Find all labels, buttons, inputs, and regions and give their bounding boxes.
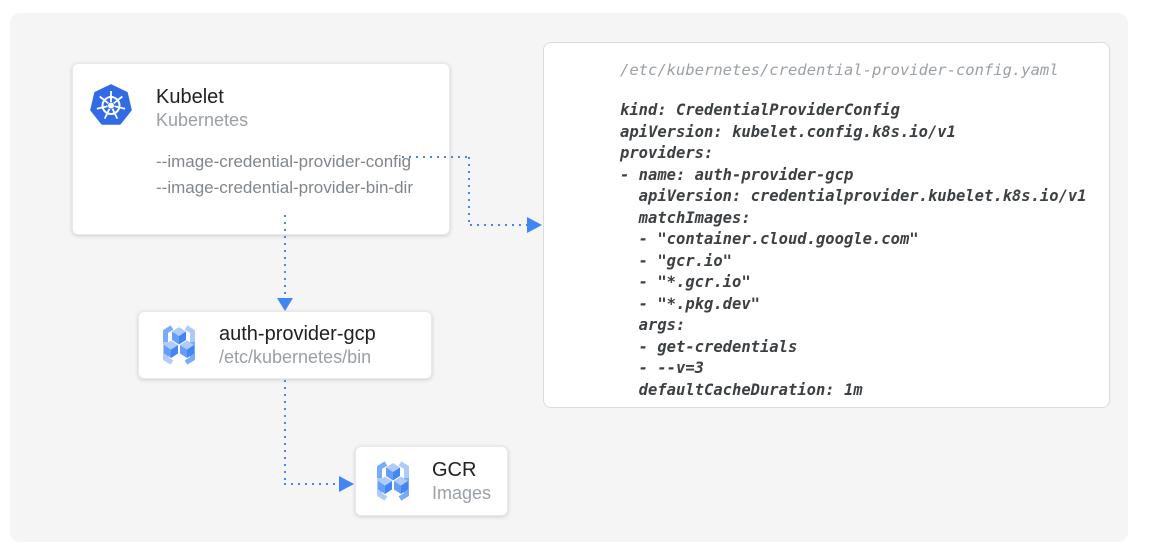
container-registry-icon bbox=[163, 325, 195, 365]
node-gcr: GCR Images bbox=[355, 446, 508, 516]
node-auth-provider-gcp: auth-provider-gcp /etc/kubernetes/bin bbox=[138, 311, 432, 379]
kubelet-flags: --image-credential-provider-config --ima… bbox=[156, 149, 413, 201]
arrowhead-to-auth-provider-icon bbox=[277, 298, 293, 311]
config-file-path: /etc/kubernetes/credential-provider-conf… bbox=[620, 61, 1059, 79]
container-registry-icon bbox=[377, 461, 409, 501]
kubelet-flag-bin-dir: --image-credential-provider-bin-dir bbox=[156, 178, 413, 197]
node-kubelet: Kubelet Kubernetes --image-credential-pr… bbox=[72, 63, 450, 235]
credential-provider-config-panel: /etc/kubernetes/credential-provider-conf… bbox=[543, 42, 1110, 408]
kubelet-subtitle: Kubernetes bbox=[156, 110, 249, 130]
connector-config-to-yaml-segment bbox=[468, 157, 470, 225]
arrowhead-to-gcr-icon bbox=[339, 476, 354, 492]
connector-auth-to-gcr-segment bbox=[284, 483, 339, 485]
connector-kubelet-to-auth-segment bbox=[284, 215, 286, 298]
arrowhead-to-yaml-panel-icon bbox=[527, 217, 542, 233]
kubelet-title: Kubelet bbox=[156, 86, 224, 108]
connector-config-to-yaml-segment bbox=[470, 224, 527, 226]
connector-config-to-yaml-segment bbox=[402, 156, 468, 158]
kubelet-flag-config: --image-credential-provider-config bbox=[156, 152, 412, 171]
kubernetes-icon bbox=[90, 84, 132, 125]
auth-provider-title: auth-provider-gcp bbox=[219, 322, 376, 345]
auth-provider-path: /etc/kubernetes/bin bbox=[219, 346, 372, 367]
config-yaml-code: kind: CredentialProviderConfig apiVersio… bbox=[620, 101, 1087, 399]
gcr-title: GCR bbox=[432, 458, 477, 481]
gcr-subtitle: Images bbox=[432, 482, 492, 503]
connector-auth-to-gcr-segment bbox=[284, 380, 286, 483]
